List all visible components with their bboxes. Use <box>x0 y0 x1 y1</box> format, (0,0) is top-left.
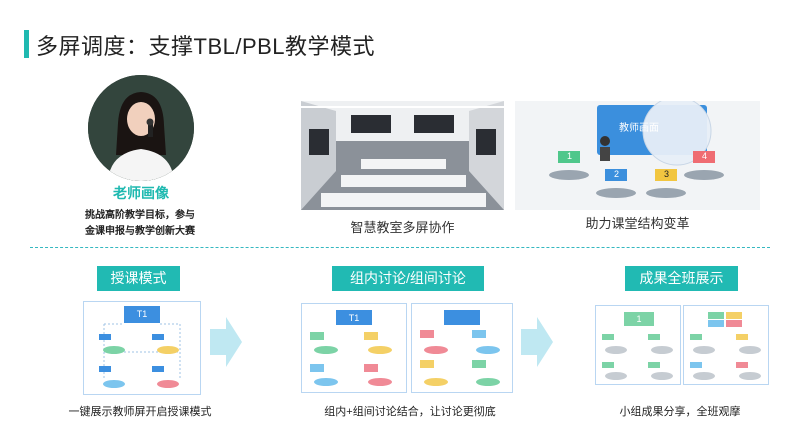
showcase-screen-label: 1 <box>636 314 642 324</box>
group-label-1: 1 <box>567 151 573 161</box>
group-label-4: 4 <box>702 151 708 161</box>
section-divider <box>30 247 770 248</box>
showcase-diagram-2 <box>683 305 769 385</box>
classroom-photo <box>301 101 504 210</box>
teacher-portrait-illustration <box>88 75 194 181</box>
discussion-mode-tag: 组内讨论/组间讨论 <box>332 266 484 291</box>
teacher-desc-line1: 挑战高阶教学目标，参与 <box>85 210 195 221</box>
lecture-mode-diagram: T1 <box>83 301 201 395</box>
lecture-screen-label: T1 <box>136 309 148 319</box>
title-accent-bar <box>24 30 29 58</box>
classroom-reform-illustration: 教师画面 1 2 3 4 <box>515 101 760 210</box>
teacher-caption: 老师画像 <box>113 185 169 201</box>
teacher-photo <box>88 75 194 181</box>
teacher-desc-line2: 金课申报与教学创新大赛 <box>85 226 195 237</box>
group-label-3: 3 <box>664 169 670 179</box>
group-label-2: 2 <box>614 169 620 179</box>
lecture-mode-caption: 一键展示教师屏开启授课模式 <box>68 406 212 418</box>
reform-caption: 助力课堂结构变革 <box>585 216 690 231</box>
discussion-mode-caption: 组内+组间讨论结合，让讨论更彻底 <box>324 406 496 418</box>
teacher-screen-label: 教师画面 <box>619 123 659 134</box>
flow-arrow-icon <box>521 317 553 372</box>
showcase-diagram: 1 <box>595 305 681 385</box>
lecture-mode-tag: 授课模式 <box>97 266 180 291</box>
showcase-mode-tag: 成果全班展示 <box>625 266 738 291</box>
discussion-screen-label: T1 <box>348 313 360 323</box>
classroom-caption: 智慧教室多屏协作 <box>350 220 455 235</box>
page-title: 多屏调度：支撑TBL/PBL教学模式 <box>36 34 376 59</box>
cross-group-discussion-diagram <box>411 303 513 393</box>
flow-arrow-icon <box>210 317 242 372</box>
showcase-mode-caption: 小组成果分享，全班观摩 <box>619 406 741 418</box>
group-discussion-diagram: T1 <box>301 303 407 393</box>
